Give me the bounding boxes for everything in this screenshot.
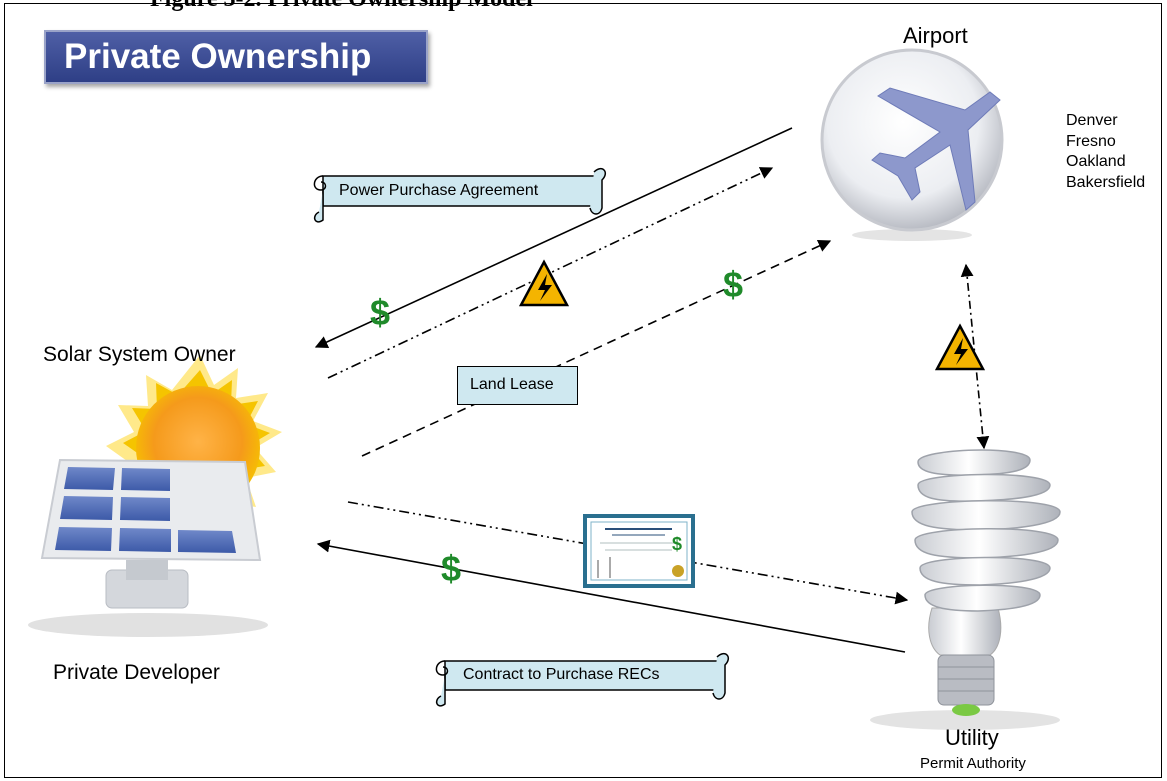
airport-globe bbox=[820, 48, 1004, 241]
dollar-icon: $ bbox=[370, 292, 391, 333]
solar-system-owner-label: Solar System Owner bbox=[43, 343, 236, 366]
recs-scroll-icon bbox=[435, 653, 729, 707]
land-lease-line bbox=[361, 239, 832, 457]
electricity-warning-icon bbox=[934, 323, 986, 371]
recs-payment-line bbox=[316, 539, 906, 653]
land-lease-label: Land Lease bbox=[457, 366, 578, 405]
recs-flow-line bbox=[347, 501, 909, 605]
city-name: Fresno bbox=[1066, 132, 1116, 150]
ppa-scroll-icon bbox=[313, 168, 606, 223]
dollar-icon: $ bbox=[723, 264, 744, 305]
figure-heading: Figure 3-2. Private Ownership Model bbox=[150, 0, 533, 13]
power-flow-line bbox=[327, 167, 774, 379]
electricity-warning-icon bbox=[518, 259, 570, 307]
city-name: Bakersfield bbox=[1066, 173, 1146, 191]
certificate-dollar-sign: $ bbox=[672, 534, 682, 554]
figure-frame bbox=[4, 3, 1162, 778]
rec-certificate-icon: $ bbox=[583, 514, 695, 588]
airplane-icon bbox=[871, 87, 1001, 211]
recs-contract-label: Contract to Purchase RECs bbox=[463, 666, 660, 683]
lightbulb-icon bbox=[870, 449, 1061, 730]
permit-authority-label: Permit Authority bbox=[920, 755, 1026, 772]
dollar-icon: $ bbox=[441, 548, 462, 589]
connection-lines bbox=[314, 127, 990, 653]
ppa-label: Power Purchase Agreement bbox=[339, 182, 539, 199]
airport-label: Airport bbox=[903, 23, 968, 48]
private-developer-label: Private Developer bbox=[53, 661, 220, 684]
airport-city-list: Denver Fresno Oakland Bakersfield bbox=[1066, 111, 1145, 193]
utility-label: Utility bbox=[945, 725, 999, 750]
model-title-banner: Private Ownership bbox=[44, 30, 428, 84]
ppa-payment-line bbox=[314, 127, 793, 348]
solar-panel-icon bbox=[28, 458, 268, 637]
city-name: Denver bbox=[1066, 112, 1118, 129]
city-name: Oakland bbox=[1066, 153, 1126, 170]
